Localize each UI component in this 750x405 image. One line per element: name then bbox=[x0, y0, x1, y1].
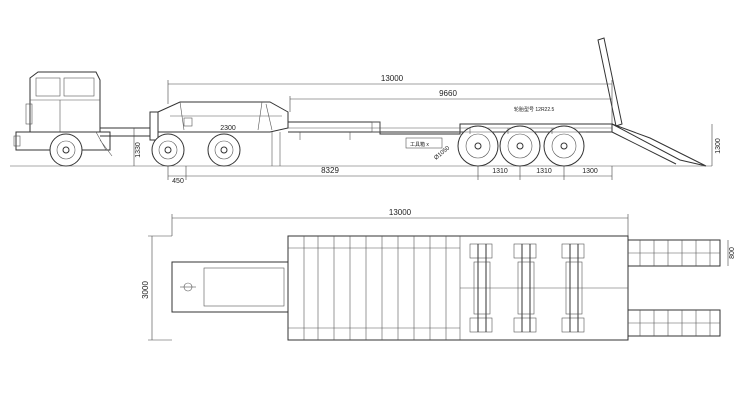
tractor-cab bbox=[13, 71, 113, 157]
dim-fifth-wheel: 2300 bbox=[220, 125, 236, 132]
top-dim-ramp-width: 800 bbox=[729, 247, 736, 259]
axles-plan bbox=[469, 243, 585, 333]
plate-label: 工具箱 x bbox=[410, 141, 429, 148]
dim-wheelbase: 8329 bbox=[321, 166, 339, 175]
top-dim-width: 3000 bbox=[141, 281, 150, 299]
tractor-wheels bbox=[49, 133, 241, 167]
dim-deck-length: 9660 bbox=[439, 89, 457, 98]
dim-height-right: 1300 bbox=[715, 138, 722, 154]
ramps-plan: 800 bbox=[627, 239, 736, 337]
axle-label: 轮胎型号 12R22.5 bbox=[514, 106, 555, 113]
side-view: 13000 9660 轮胎型号 12R22.5 工具箱 x Ø1050 1330… bbox=[10, 37, 722, 185]
dim-front-overhang: 450 bbox=[172, 178, 184, 185]
top-view: 13000 3000 bbox=[141, 208, 736, 341]
dim-overall-length: 13000 bbox=[381, 74, 404, 83]
top-dim-overall-length: 13000 bbox=[389, 208, 412, 217]
tire-callout: Ø1050 bbox=[433, 145, 451, 162]
dim-axle-spacing-1: 1310 bbox=[492, 168, 508, 175]
trailer-wheels bbox=[457, 125, 586, 167]
side-dimensions: 13000 9660 轮胎型号 12R22.5 工具箱 x Ø1050 1330… bbox=[133, 74, 722, 185]
gooseneck-plan bbox=[171, 261, 289, 313]
rear-ramp bbox=[597, 37, 707, 167]
dim-axle-spacing-3: 1300 bbox=[582, 168, 598, 175]
dim-axle-spacing-2: 1310 bbox=[536, 168, 552, 175]
deck-plan bbox=[287, 235, 629, 341]
dim-height-left: 1330 bbox=[135, 142, 142, 158]
